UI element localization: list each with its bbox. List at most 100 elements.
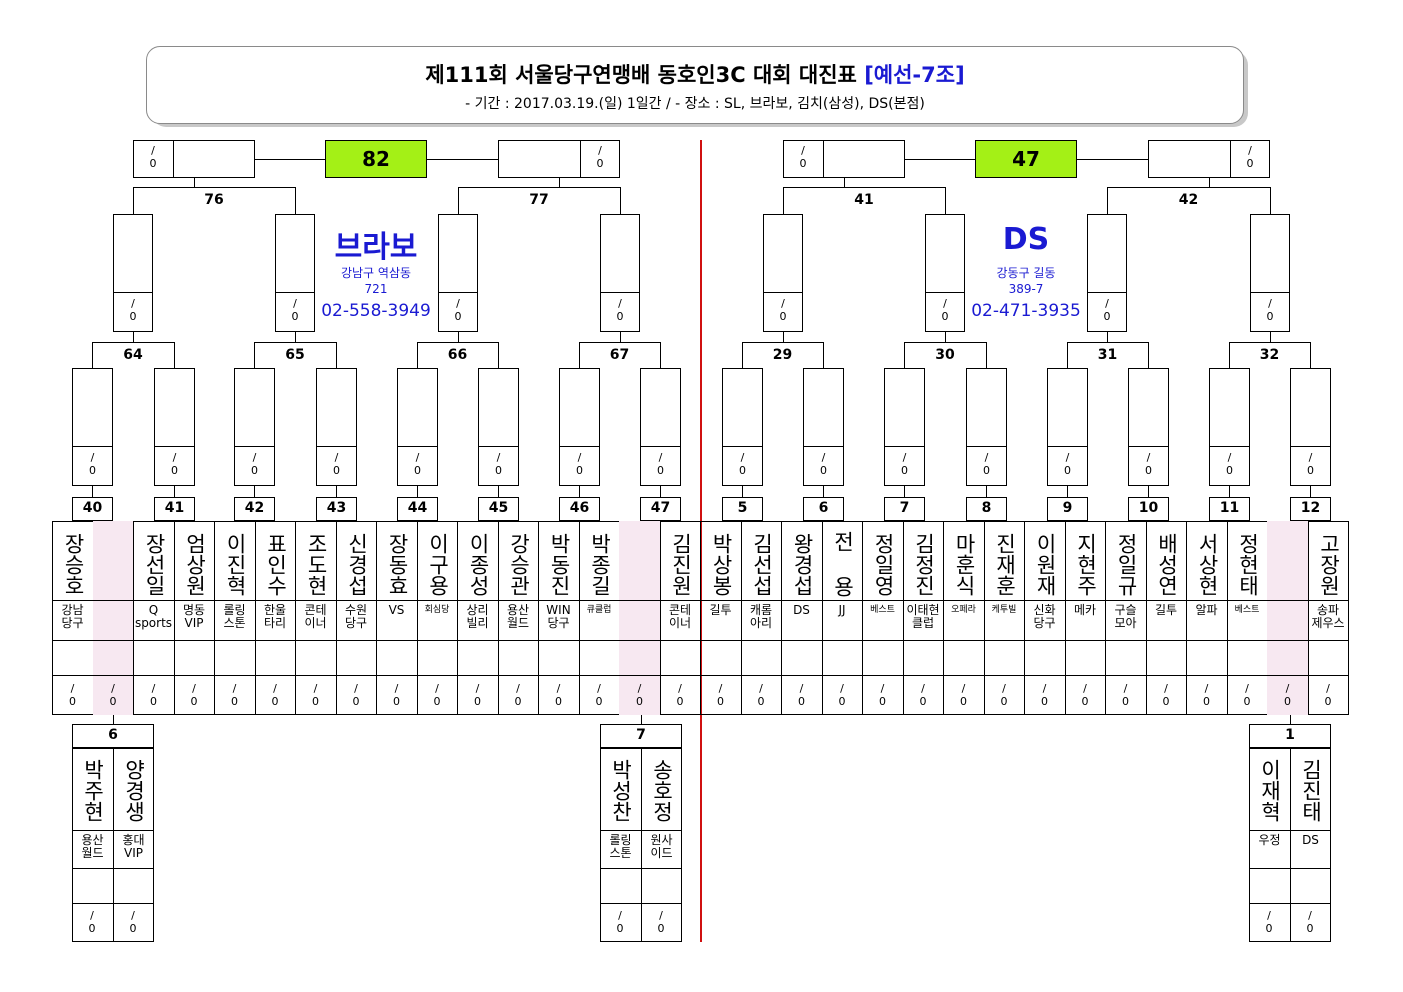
bracket-line xyxy=(1209,446,1250,447)
score-value: 0 xyxy=(333,464,340,477)
player-name: 이재혁 xyxy=(1258,758,1282,822)
score-value: 0 xyxy=(1306,922,1314,935)
venue-phone: 02-471-3935 xyxy=(971,301,1081,321)
score-slash: / xyxy=(252,451,257,464)
title-text: 제111회 서울당구연맹배 동호인3C 대회 대진표 xyxy=(425,63,857,87)
score-slash: / xyxy=(111,682,115,695)
score-slash: / xyxy=(354,682,358,695)
bracket-line xyxy=(579,342,580,368)
score-value: 0 xyxy=(291,310,299,323)
player-club: DS xyxy=(793,603,810,617)
bracket-line xyxy=(295,187,296,214)
bracket-line xyxy=(1310,342,1311,368)
score-slash: / xyxy=(902,451,907,464)
bracket-line xyxy=(660,342,661,368)
score-value: 0 xyxy=(636,695,643,708)
score-value: 0 xyxy=(1041,695,1048,708)
bracket-line xyxy=(113,748,114,942)
bracket-line xyxy=(498,342,499,368)
score-value: 0 xyxy=(129,922,137,935)
player-club: 길투 xyxy=(1154,603,1178,617)
score-value: 0 xyxy=(454,310,462,323)
player-name: 이원재 xyxy=(1033,532,1058,596)
score-value: 0 xyxy=(69,695,76,708)
bracket-line xyxy=(1270,332,1271,342)
player-club: 신화 당구 xyxy=(1033,603,1056,630)
score-value: 0 xyxy=(657,922,665,935)
match-number: 31 xyxy=(1097,347,1118,363)
bracket-line xyxy=(620,187,621,214)
bracket-line xyxy=(600,868,681,869)
bracket-line xyxy=(966,446,1007,447)
player-name: 마훈식 xyxy=(952,532,977,596)
bracket-line xyxy=(133,187,134,214)
bracket-line xyxy=(640,446,681,447)
bracket-line xyxy=(1249,903,1330,904)
score-value: 0 xyxy=(1226,464,1233,477)
player-name: 서상현 xyxy=(1195,532,1220,596)
bracket-line xyxy=(904,342,987,343)
score-slash: / xyxy=(597,682,601,695)
bracket-line xyxy=(1148,342,1149,368)
bracket-line xyxy=(254,342,255,368)
bracket-line xyxy=(742,486,743,497)
score-slash: / xyxy=(1308,451,1313,464)
score-value: 0 xyxy=(779,310,787,323)
bracket-line xyxy=(1077,159,1148,160)
score-slash: / xyxy=(759,682,763,695)
score-slash: / xyxy=(516,682,520,695)
bracket-line xyxy=(986,342,987,368)
player-club: 회심당 xyxy=(424,605,450,615)
group-number-box: 7 xyxy=(600,724,682,748)
player-club: 구슬 모아 xyxy=(1114,603,1137,630)
score-value: 0 xyxy=(1064,464,1071,477)
player-column xyxy=(1105,521,1147,715)
bracket-line xyxy=(1290,748,1291,942)
player-club: 용산 월드 xyxy=(81,833,104,860)
venue-name: 브라보 xyxy=(334,230,418,265)
score-value: 0 xyxy=(838,695,846,708)
bracket-line xyxy=(1107,332,1108,342)
score-value: 0 xyxy=(149,157,157,170)
match-box xyxy=(559,368,600,486)
player-name: 표인수 xyxy=(264,532,288,596)
score-value: 0 xyxy=(1000,695,1008,708)
bracket-line xyxy=(417,342,418,368)
bracket-line xyxy=(113,715,114,724)
bracket-line xyxy=(417,486,418,497)
bracket-line xyxy=(1067,342,1068,368)
page-title: 제111회 서울당구연맹배 동호인3C 대회 대진표 [예선-7조] xyxy=(147,59,1243,89)
score-slash: / xyxy=(556,682,561,695)
match-box xyxy=(640,368,681,486)
player-club: 롤링 스톤 xyxy=(609,833,632,860)
match-number: 32 xyxy=(1259,347,1280,363)
header-panel: 제111회 서울당구연맹배 동호인3C 대회 대진표 [예선-7조] - 기간 … xyxy=(146,46,1244,124)
score-slash: / xyxy=(637,682,642,695)
player-name: 김진태 xyxy=(1299,758,1323,822)
match-box xyxy=(966,368,1007,486)
score-slash: / xyxy=(961,682,966,695)
player-column xyxy=(133,521,175,715)
score-slash: / xyxy=(131,909,135,922)
player-club: DS xyxy=(1302,833,1319,847)
venue-address: 강동구 길동 xyxy=(996,266,1056,280)
score-value: 0 xyxy=(616,310,624,323)
semifinal-box xyxy=(498,140,620,178)
player-column xyxy=(376,521,418,715)
score-value: 0 xyxy=(798,695,805,708)
score-value: 0 xyxy=(616,922,624,935)
bracket-line xyxy=(72,830,153,831)
match-box xyxy=(600,214,640,332)
match-number-box: 7 xyxy=(884,497,925,521)
score-slash: / xyxy=(1164,682,1168,695)
score-slash: / xyxy=(334,451,339,464)
player-club: WIN 당구 xyxy=(546,603,571,630)
score-slash: / xyxy=(394,682,399,695)
score-slash: / xyxy=(415,451,420,464)
group-number-box: 1 xyxy=(1249,724,1331,748)
bracket-line xyxy=(904,342,905,368)
player-name xyxy=(1275,526,1301,602)
player-name: 전 용 xyxy=(831,531,855,597)
player-name: 장동효 xyxy=(385,532,410,596)
player-club: 베스트 xyxy=(870,605,895,615)
